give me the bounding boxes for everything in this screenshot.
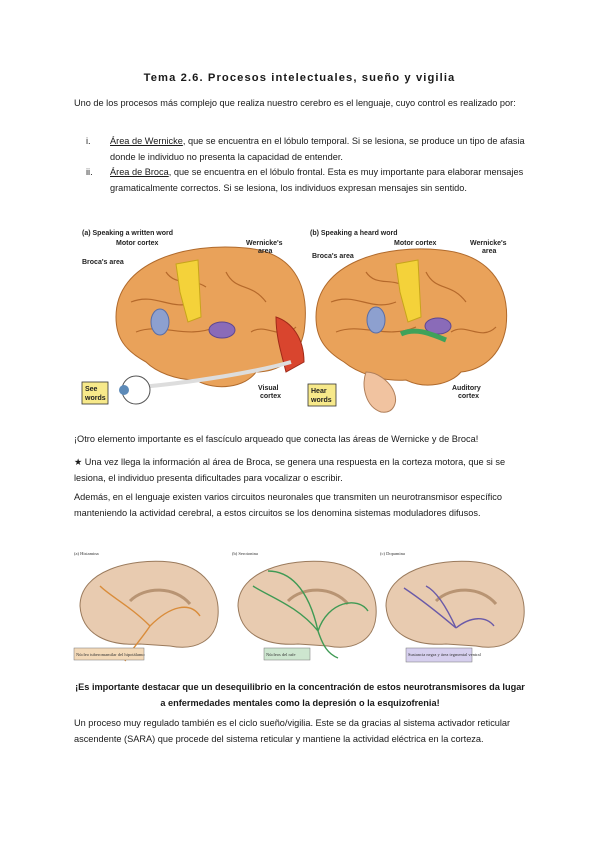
broca-area-b (366, 306, 386, 334)
see-words-box (81, 381, 109, 405)
page-title: Tema 2.6. Procesos intelectuales, sueño … (143, 72, 456, 84)
brain-section (385, 560, 525, 648)
corpus-callosum (286, 588, 350, 606)
list-item: i. Área de Wernicke, que se encuentra en… (74, 134, 526, 166)
arcuate-fasciculus-paragraph: ¡Otro elemento importante es el fascícul… (74, 434, 479, 444)
serotonin-projections (252, 570, 369, 659)
panel-title: (a) Histamina (74, 551, 99, 556)
broca-motor-paragraph: ★ Una vez llega la información al área d… (74, 457, 506, 483)
panel-dopamina: (c) Dopamina Sustancia negra y área tegm… (380, 551, 525, 663)
ear-b (363, 371, 396, 413)
motor-cortex-label-b: Motor cortex (394, 240, 437, 247)
brain-section (237, 560, 377, 648)
wernicke-area-b (424, 317, 452, 335)
see-words-label: See (85, 386, 98, 393)
optic-path-a (140, 360, 292, 389)
brain-section (79, 560, 219, 648)
visual-cortex-a (275, 316, 305, 373)
list-item: ii. Área de Broca, que se encuentra en e… (74, 165, 526, 213)
modulatory-systems-paragraph: Además, en el lenguaje existen varios ci… (74, 492, 502, 518)
sleep-wake-paragraph: Un proceso muy regulado también es el ci… (74, 718, 511, 744)
modulatory-systems-figure: (a) Histamina Núcleo tuberomamilar del h… (73, 551, 525, 663)
motor-cortex-b (395, 259, 422, 323)
wernicke-label-a: Wernicke's (246, 240, 283, 247)
see-words-label: words (84, 395, 106, 402)
panel-serotonina: (b) Serotonina Núcleos del rafe (232, 551, 377, 661)
wernicke-area-a (208, 321, 236, 339)
nucleus-label: Núcleos del rafe (266, 652, 296, 657)
nucleus-box (405, 647, 473, 663)
hear-words-label: Hear (311, 388, 327, 395)
list-text: , que se encuentra en el lóbulo frontal.… (110, 167, 524, 193)
corpus-callosum (128, 588, 192, 606)
hear-words-box (307, 383, 337, 407)
language-areas-figure: (a) Speaking a written word See words Mo… (81, 230, 508, 413)
motor-cortex-a (175, 259, 202, 323)
list-number: ii. (86, 167, 93, 177)
broca-link[interactable]: Área de Broca (110, 167, 169, 177)
list-text: , que se encuentra en el lóbulo temporal… (110, 136, 525, 162)
gyri-a (130, 271, 297, 334)
nucleus-box (73, 647, 145, 661)
panel-histamina: (a) Histamina Núcleo tuberomamilar del h… (73, 551, 219, 662)
visual-label-a: Visual (258, 385, 279, 392)
broca-label-a: Broca's area (82, 259, 124, 266)
auditory-label-b-2: cortex (458, 393, 479, 400)
nucleus-label: Sustancia negra y área tegmental ventral (408, 652, 482, 657)
visual-label-a-2: cortex (260, 393, 281, 400)
important-note: ¡Es importante destacar que un desequili… (75, 682, 525, 708)
nucleus-box (263, 647, 311, 661)
intro-paragraph: Uno de los procesos más complejo que rea… (74, 98, 516, 108)
wernicke-label-b: Wernicke's (470, 240, 507, 247)
broca-area-a (150, 308, 170, 336)
panel-a: (a) Speaking a written word See words Mo… (81, 230, 306, 405)
panel-title: (b) Serotonina (232, 551, 258, 556)
wernicke-label-b-2: area (482, 248, 497, 255)
corpus-callosum (434, 588, 498, 606)
list-number: i. (86, 136, 91, 146)
wernicke-link[interactable]: Área de Wernicke (110, 136, 183, 146)
panel-a-title: (a) Speaking a written word (82, 230, 173, 237)
wernicke-label-a-2: area (258, 248, 273, 255)
panel-title: (c) Dopamina (380, 551, 405, 556)
iris-a (119, 385, 129, 395)
panel-b: (b) Speaking a heard word Hear words Mot… (307, 230, 508, 413)
motor-cortex-label-a: Motor cortex (116, 240, 159, 247)
hear-words-label: words (310, 397, 332, 404)
broca-label-b: Broca's area (312, 253, 354, 260)
dopamine-projections (403, 585, 495, 629)
auditory-label-b: Auditory (452, 385, 481, 392)
nucleus-label: Núcleo tuberomamilar del hipotálamo (76, 652, 145, 657)
panel-b-title: (b) Speaking a heard word (310, 230, 398, 237)
auditory-cortex-b (399, 328, 447, 343)
